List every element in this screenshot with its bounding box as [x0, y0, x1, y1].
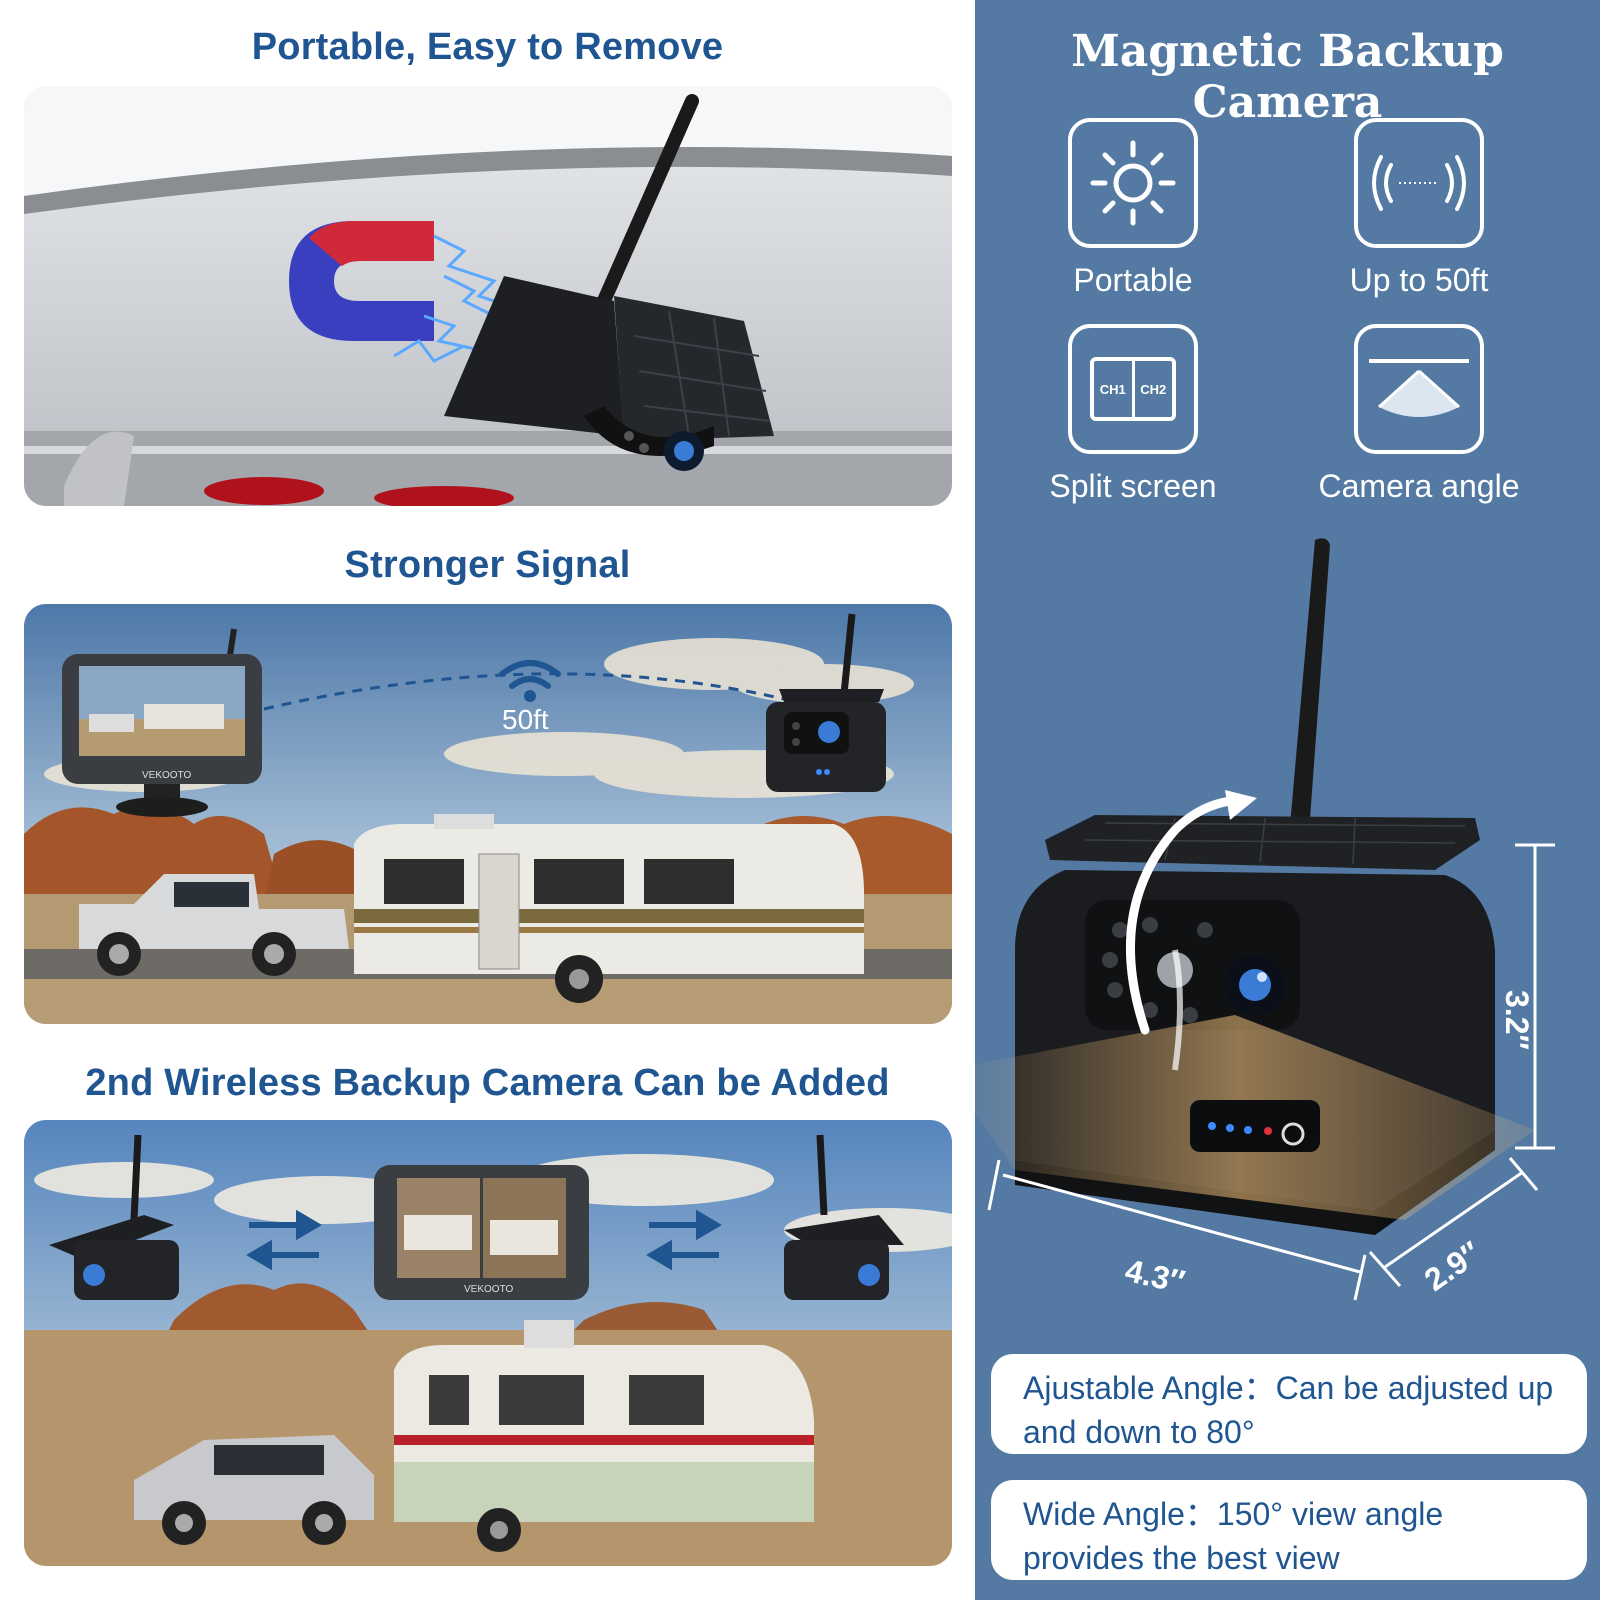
wifi-icon [499, 660, 561, 689]
camera-front-view [766, 613, 886, 792]
left-column: Portable, Easy to Remove [24, 26, 952, 1566]
swap-arrows-left [246, 1209, 322, 1271]
feature-camera-angle: Camera angle [1289, 324, 1549, 505]
feature-icon-box: CH1 CH2 [1068, 324, 1198, 454]
main-title: Magnetic Backup Camera [1071, 26, 1504, 128]
info-text: Can be adjusted up and down to 80° [1023, 1370, 1554, 1450]
travel-trailer [394, 1320, 814, 1552]
camera-angle-icon [1369, 359, 1469, 417]
info-heading: Wide Angle： [1023, 1496, 1217, 1532]
panel-magnet-mount-image [24, 86, 952, 506]
panel-signal-image: 50ft VEKOOTO [24, 604, 952, 1024]
feature-range: Up to 50ft [1289, 118, 1549, 299]
sun-icon [1090, 140, 1176, 226]
swap-arrows-right [646, 1209, 722, 1271]
camera-left [49, 1134, 179, 1300]
split-screen-monitor [374, 1165, 589, 1300]
section-title-portable: Portable, Easy to Remove [251, 26, 724, 68]
feature-label: Portable [1073, 262, 1193, 298]
info-text: 150° view angle provides the best view [1023, 1496, 1444, 1576]
feature-portable: Portable [1003, 118, 1263, 299]
height-dimension: 3.2″ [1499, 990, 1535, 1050]
feature-icon-box [1068, 118, 1198, 248]
section-title-signal: Stronger Signal [344, 544, 631, 586]
suv [134, 1435, 374, 1545]
camera-side-view [444, 94, 774, 471]
distance-label: 50ft [502, 704, 549, 735]
monitor-brand: VEKOOTO [464, 1284, 514, 1295]
panel-dual-camera-image: VEKOOTO [24, 1120, 952, 1566]
adjustable-angle-box: Ajustable Angle：Can be adjusted up and d… [991, 1354, 1587, 1454]
camera-right [784, 1134, 904, 1300]
ch2-label: CH2 [1140, 381, 1167, 397]
feature-label: Camera angle [1318, 468, 1520, 504]
camera-product-image [975, 538, 1555, 1301]
wide-angle-box: Wide Angle：150° view angle provides the … [991, 1480, 1587, 1580]
magnet-icon [289, 221, 434, 341]
feature-split-screen: CH1 CH2 Split screen [1003, 324, 1263, 505]
pickup-truck [79, 874, 349, 976]
monitor-brand: VEKOOTO [142, 770, 192, 781]
feature-label: Split screen [1049, 468, 1217, 504]
feature-icon-box [1354, 118, 1484, 248]
split-screen-icon: CH1 CH2 [1090, 357, 1176, 421]
travel-trailer [354, 814, 864, 1003]
monitor [62, 628, 262, 817]
feature-label: Up to 50ft [1349, 262, 1489, 298]
ch1-label: CH1 [1094, 361, 1135, 417]
signal-range-icon [1372, 155, 1466, 211]
right-column: Magnetic Backup Camera Portable [975, 0, 1600, 1600]
info-heading: Ajustable Angle： [1023, 1370, 1276, 1406]
feature-icon-box [1354, 324, 1484, 454]
section-title-second-camera: 2nd Wireless Backup Camera Can be Added [85, 1062, 890, 1104]
